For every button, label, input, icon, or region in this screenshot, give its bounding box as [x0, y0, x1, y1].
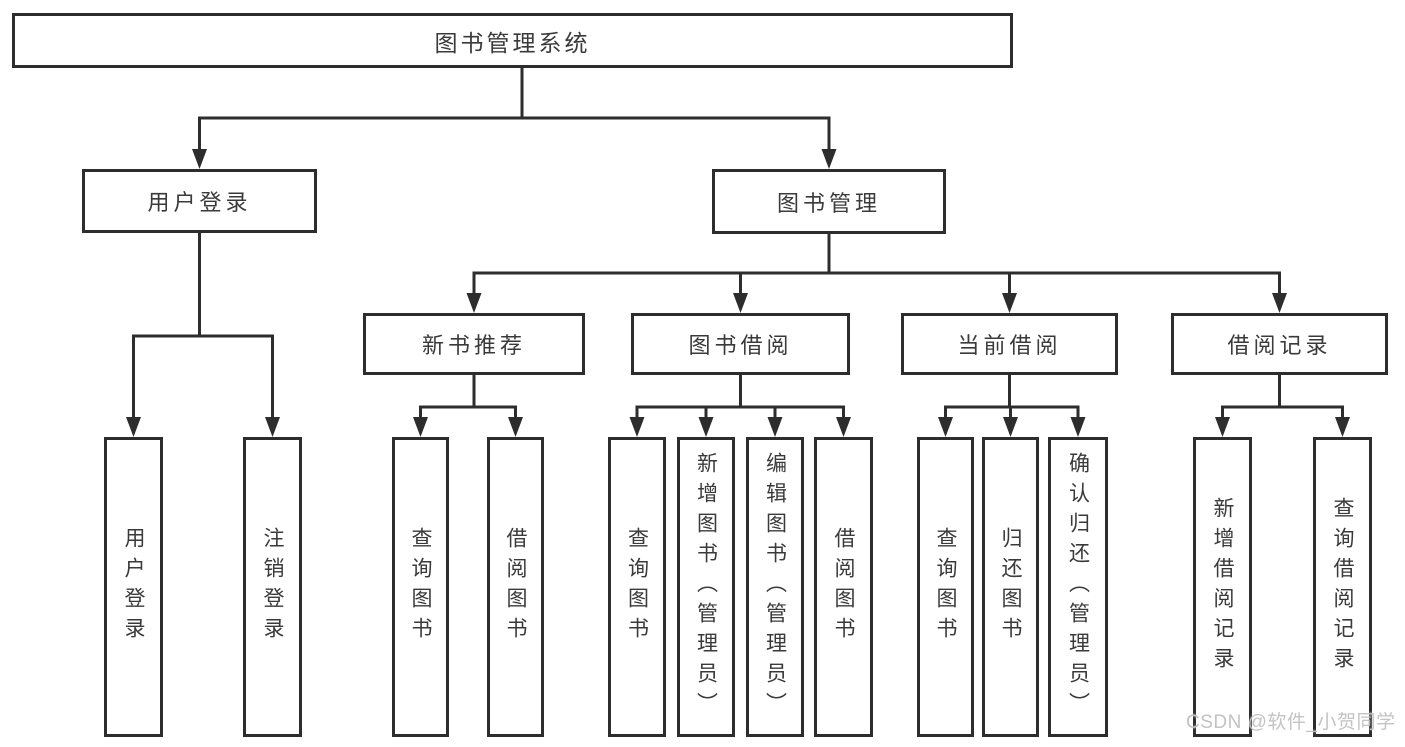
- arrowhead-down-icon: [821, 149, 837, 169]
- arrowhead-down-icon: [265, 417, 280, 437]
- leaf-confirm-return-admin: 确认归还（管理员）: [1048, 437, 1108, 737]
- node-root-label: 图书管理系统: [434, 29, 591, 56]
- connector-group: [1215, 373, 1350, 437]
- leaf-query-books-2-label: 查询图书: [625, 527, 649, 647]
- arrowhead-down-icon: [938, 417, 953, 437]
- node-current-borrow: 当前借阅: [901, 313, 1118, 375]
- watermark: CSDN @软件_小贺同学: [1186, 712, 1396, 733]
- leaf-user-login: 用户登录: [104, 437, 163, 737]
- arrowhead-down-icon: [1335, 417, 1350, 437]
- leaf-add-books-admin: 新增图书（管理员）: [677, 437, 735, 737]
- node-root: 图书管理系统: [12, 13, 1013, 68]
- node-book-management-label: 图书管理: [776, 190, 881, 216]
- leaf-add-books-admin-label: 新增图书（管理员）: [694, 452, 718, 722]
- arrowhead-down-icon: [192, 149, 207, 169]
- connector-group: [413, 373, 523, 437]
- node-book-borrow: 图书借阅: [631, 313, 850, 375]
- node-borrow-records-label: 借阅记录: [1227, 333, 1332, 358]
- connector-group: [192, 66, 837, 169]
- arrowhead-down-icon: [466, 293, 482, 313]
- leaf-borrow-books-2: 借阅图书: [814, 437, 873, 737]
- node-user-login: 用户登录: [82, 169, 317, 233]
- leaf-query-books-1-label: 查询图书: [409, 527, 432, 647]
- arrowhead-down-icon: [1070, 417, 1086, 437]
- arrowhead-down-icon: [698, 417, 714, 437]
- arrowhead-down-icon: [1002, 293, 1017, 313]
- leaf-query-borrow-record-label: 查询借阅记录: [1331, 497, 1354, 677]
- node-borrow-records: 借阅记录: [1171, 313, 1388, 375]
- node-new-book-recommend-label: 新书推荐: [421, 333, 526, 358]
- arrowhead-down-icon: [733, 293, 748, 313]
- leaf-edit-books-admin: 编辑图书（管理员）: [746, 437, 804, 737]
- leaf-query-books-2: 查询图书: [608, 437, 666, 737]
- leaf-borrow-books-1: 借阅图书: [487, 437, 544, 737]
- leaf-query-borrow-record: 查询借阅记录: [1313, 437, 1372, 737]
- arrowhead-down-icon: [767, 417, 783, 437]
- leaf-add-borrow-record: 新增借阅记录: [1193, 437, 1252, 737]
- leaf-query-books-3-label: 查询图书: [934, 527, 957, 647]
- leaf-confirm-return-admin-label: 确认归还（管理员）: [1066, 452, 1090, 722]
- connector-group: [126, 231, 280, 437]
- arrowhead-down-icon: [413, 417, 428, 437]
- leaf-return-books-label: 归还图书: [999, 527, 1022, 647]
- connector-group: [466, 232, 1287, 313]
- arrowhead-down-icon: [508, 417, 523, 437]
- node-new-book-recommend: 新书推荐: [363, 313, 585, 375]
- leaf-user-login-label: 用户登录: [122, 527, 145, 647]
- node-book-management: 图书管理: [712, 169, 946, 234]
- leaf-logout-label: 注销登录: [261, 527, 284, 647]
- arrowhead-down-icon: [126, 417, 141, 437]
- node-user-login-label: 用户登录: [147, 190, 252, 215]
- connector-group: [629, 373, 851, 437]
- leaf-add-borrow-record-label: 新增借阅记录: [1211, 497, 1234, 677]
- leaf-borrow-books-2-label: 借阅图书: [832, 527, 855, 647]
- arrowhead-down-icon: [1003, 417, 1018, 437]
- leaf-edit-books-admin-label: 编辑图书（管理员）: [763, 452, 787, 722]
- leaf-query-books-3: 查询图书: [917, 437, 974, 737]
- arrowhead-down-icon: [1272, 293, 1287, 313]
- connector-group: [938, 373, 1086, 437]
- arrowhead-down-icon: [1215, 417, 1230, 437]
- leaf-return-books: 归还图书: [982, 437, 1039, 737]
- node-current-borrow-label: 当前借阅: [957, 333, 1062, 358]
- leaf-borrow-books-1-label: 借阅图书: [504, 527, 527, 647]
- node-book-borrow-label: 图书借阅: [688, 333, 793, 358]
- leaf-logout: 注销登录: [243, 437, 302, 737]
- arrowhead-down-icon: [836, 417, 851, 437]
- arrowhead-down-icon: [629, 417, 645, 437]
- leaf-query-books-1: 查询图书: [392, 437, 449, 737]
